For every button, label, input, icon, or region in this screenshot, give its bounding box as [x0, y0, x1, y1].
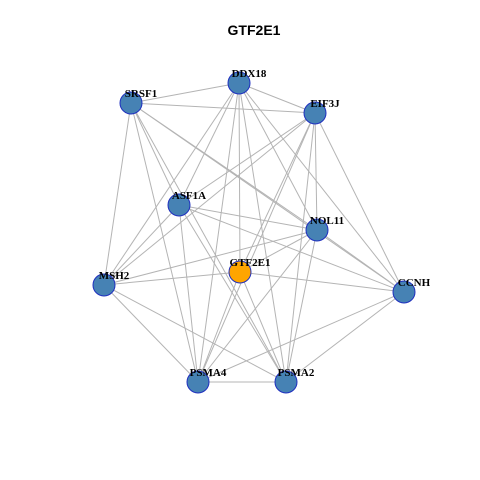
edge-nol11-psma2 [285, 229, 318, 383]
node-circle-gtf2e1[interactable] [228, 260, 252, 284]
node-msh2[interactable]: MSH2 [92, 270, 130, 297]
edge-ccnh-psma4 [197, 291, 405, 383]
edge-srsf1-ccnh [130, 102, 405, 293]
node-label-psma2: PSMA2 [278, 367, 315, 379]
edge-eif3j-psma4 [197, 112, 316, 383]
node-ccnh[interactable]: CCNH [392, 277, 431, 304]
edge-asf1a-ccnh [178, 204, 405, 293]
edge-ddx18-msh2 [103, 82, 240, 286]
edges-layer [103, 82, 405, 383]
edge-ddx18-psma4 [197, 82, 240, 383]
node-circle-ccnh[interactable] [392, 280, 416, 304]
node-gtf2e1[interactable]: GTF2E1 [228, 257, 271, 284]
edge-ddx18-asf1a [178, 82, 240, 206]
edge-srsf1-msh2 [103, 102, 132, 286]
edge-ddx18-eif3j [238, 82, 316, 114]
edge-srsf1-psma4 [130, 102, 199, 383]
edge-eif3j-nol11 [314, 112, 318, 231]
edge-srsf1-eif3j [130, 102, 316, 114]
edge-asf1a-psma2 [178, 204, 287, 383]
node-label-ccnh: CCNH [398, 277, 431, 289]
edge-nol11-psma4 [197, 229, 318, 383]
node-label-eif3j: EIF3J [310, 98, 340, 110]
edge-gtf2e1-msh2 [103, 271, 241, 286]
edge-eif3j-ccnh [314, 112, 405, 293]
node-psma2[interactable]: PSMA2 [274, 367, 315, 394]
node-circle-nol11[interactable] [305, 218, 329, 242]
edge-nol11-ccnh [316, 229, 405, 293]
node-circle-ddx18[interactable] [227, 71, 251, 95]
node-label-nol11: NOL11 [310, 215, 344, 227]
edge-ddx18-nol11 [238, 82, 318, 231]
node-label-msh2: MSH2 [99, 270, 130, 282]
edge-gtf2e1-ccnh [239, 271, 405, 293]
node-asf1a[interactable]: ASF1A [167, 190, 206, 217]
edge-srsf1-psma2 [130, 102, 287, 383]
node-label-gtf2e1: GTF2E1 [230, 257, 271, 269]
edge-eif3j-gtf2e1 [239, 112, 316, 273]
node-circle-eif3j[interactable] [303, 101, 327, 125]
edge-nol11-msh2 [103, 229, 318, 286]
node-nol11[interactable]: NOL11 [305, 215, 344, 242]
node-psma4[interactable]: PSMA4 [186, 367, 227, 394]
edge-eif3j-msh2 [103, 112, 316, 286]
node-label-srsf1: SRSF1 [125, 88, 157, 100]
node-srsf1[interactable]: SRSF1 [119, 88, 157, 115]
edge-asf1a-psma4 [178, 204, 199, 383]
diagram-title: GTF2E1 [228, 22, 281, 38]
edge-gtf2e1-psma2 [239, 271, 287, 383]
edge-eif3j-asf1a [178, 112, 316, 206]
node-circle-asf1a[interactable] [167, 193, 191, 217]
node-ddx18[interactable]: DDX18 [227, 68, 267, 95]
edge-ddx18-srsf1 [130, 82, 240, 104]
edge-nol11-gtf2e1 [239, 229, 318, 273]
edge-ddx18-ccnh [238, 82, 405, 293]
node-label-ddx18: DDX18 [232, 68, 267, 80]
node-circle-psma2[interactable] [274, 370, 298, 394]
node-circle-srsf1[interactable] [119, 91, 143, 115]
node-circle-msh2[interactable] [92, 273, 116, 297]
edge-srsf1-asf1a [130, 102, 180, 206]
edge-msh2-psma4 [103, 284, 199, 383]
edge-gtf2e1-psma4 [197, 271, 241, 383]
node-label-psma4: PSMA4 [190, 367, 227, 379]
edge-asf1a-nol11 [178, 204, 318, 231]
edge-ccnh-psma2 [285, 291, 405, 383]
node-circle-psma4[interactable] [186, 370, 210, 394]
edge-eif3j-psma2 [285, 112, 316, 383]
node-label-asf1a: ASF1A [172, 190, 206, 202]
node-eif3j[interactable]: EIF3J [303, 98, 340, 125]
edge-msh2-psma2 [103, 284, 287, 383]
edge-asf1a-msh2 [103, 204, 180, 286]
